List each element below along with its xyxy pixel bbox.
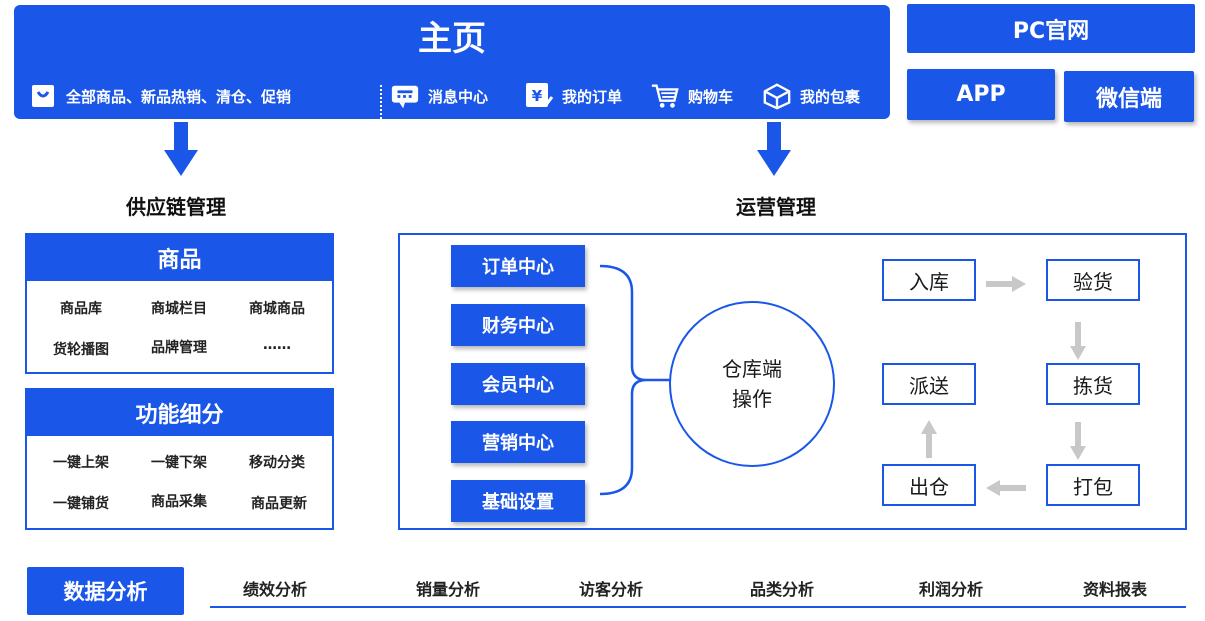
flow-arrow-icon bbox=[921, 420, 937, 458]
features-item[interactable]: 一键铺货 bbox=[53, 496, 109, 512]
operations-frame bbox=[398, 233, 1187, 530]
data-item-performance[interactable]: 绩效分析 bbox=[243, 580, 308, 599]
features-card: 功能细分 一键上架 一键下架 移动分类 一键铺货 商品采集 商品更新 bbox=[25, 388, 334, 530]
finance-center-button[interactable]: 财务中心 bbox=[451, 304, 585, 346]
flow-inspect: 验货 bbox=[1046, 259, 1140, 301]
flow-deliver: 派送 bbox=[882, 363, 976, 405]
wechat-button[interactable]: 微信端 bbox=[1064, 71, 1194, 122]
products-item[interactable]: 品牌管理 bbox=[151, 340, 207, 356]
features-item[interactable]: 一键上架 bbox=[53, 455, 109, 471]
operations-title: 运营管理 bbox=[736, 195, 816, 219]
features-item[interactable]: 商品更新 bbox=[251, 496, 307, 512]
bracket-connector bbox=[599, 264, 672, 496]
order-center-button[interactable]: 订单中心 bbox=[451, 245, 585, 287]
products-item[interactable]: 商城栏目 bbox=[151, 301, 207, 317]
cart-icon bbox=[650, 81, 680, 111]
nav-orders-label: 我的订单 bbox=[562, 87, 623, 106]
data-item-reports[interactable]: 资料报表 bbox=[1083, 580, 1148, 599]
products-item[interactable]: 货轮播图 bbox=[53, 342, 109, 358]
nav-messages[interactable]: 消息中心 bbox=[390, 81, 488, 111]
app-button[interactable]: APP bbox=[907, 69, 1055, 120]
data-item-visitors[interactable]: 访客分析 bbox=[579, 580, 644, 599]
nav-divider bbox=[380, 85, 382, 123]
data-item-category[interactable]: 品类分析 bbox=[750, 580, 815, 599]
nav-cart[interactable]: 购物车 bbox=[650, 81, 733, 111]
products-item[interactable]: 商品库 bbox=[60, 301, 102, 317]
chat-icon bbox=[390, 81, 420, 111]
flow-arrow-icon bbox=[1070, 322, 1086, 360]
flow-arrow-icon bbox=[1070, 422, 1086, 460]
nav-orders[interactable]: ¥ 我的订单 bbox=[524, 81, 622, 111]
warehouse-label-line1: 仓库端 bbox=[722, 357, 782, 381]
package-icon bbox=[762, 81, 792, 111]
base-settings-button[interactable]: 基础设置 bbox=[451, 480, 585, 522]
features-item[interactable]: 移动分类 bbox=[249, 455, 305, 471]
flow-arrow-icon bbox=[986, 480, 1026, 496]
order-icon: ¥ bbox=[524, 81, 554, 111]
member-center-button[interactable]: 会员中心 bbox=[451, 363, 585, 405]
nav-packages-label: 我的包裹 bbox=[800, 87, 861, 106]
warehouse-node: 仓库端 操作 bbox=[669, 301, 835, 467]
shopping-bag-icon bbox=[28, 81, 58, 111]
flow-arrow-icon bbox=[986, 276, 1026, 292]
warehouse-label-line2: 操作 bbox=[732, 387, 772, 411]
nav-packages[interactable]: 我的包裹 bbox=[762, 81, 860, 111]
svg-text:¥: ¥ bbox=[532, 87, 543, 105]
marketing-center-button[interactable]: 营销中心 bbox=[451, 421, 585, 463]
features-item[interactable]: 商品采集 bbox=[151, 494, 207, 510]
home-banner: 主页 全部商品、新品热销、清仓、促销 消息中心 ¥ 我的订单 购物车 我的包裹 bbox=[14, 5, 890, 123]
nav-catalog-label: 全部商品、新品热销、清仓、促销 bbox=[66, 87, 292, 106]
data-item-profit[interactable]: 利润分析 bbox=[919, 580, 984, 599]
flow-pick: 拣货 bbox=[1046, 363, 1140, 405]
products-card-title: 商品 bbox=[27, 235, 332, 281]
flow-pack: 打包 bbox=[1046, 464, 1140, 506]
pc-site-button[interactable]: PC官网 bbox=[907, 4, 1195, 53]
home-title: 主页 bbox=[418, 19, 486, 59]
features-card-title: 功能细分 bbox=[27, 390, 332, 436]
products-card: 商品 商品库 商城栏目 商城商品 货轮播图 品牌管理 …… bbox=[25, 233, 334, 374]
features-item[interactable]: 一键下架 bbox=[151, 455, 207, 471]
flow-outbound: 出仓 bbox=[882, 464, 976, 506]
supply-chain-title: 供应链管理 bbox=[126, 195, 226, 219]
nav-catalog[interactable]: 全部商品、新品热销、清仓、促销 bbox=[28, 81, 291, 111]
flow-inbound: 入库 bbox=[882, 259, 976, 301]
down-arrow-icon bbox=[757, 122, 791, 176]
products-item-more[interactable]: …… bbox=[263, 337, 291, 353]
products-item[interactable]: 商城商品 bbox=[249, 301, 305, 317]
down-arrow-icon bbox=[164, 122, 198, 176]
data-analysis-divider bbox=[210, 606, 1186, 608]
data-item-sales[interactable]: 销量分析 bbox=[416, 580, 481, 599]
nav-cart-label: 购物车 bbox=[688, 87, 734, 106]
nav-messages-label: 消息中心 bbox=[428, 87, 489, 106]
data-analysis-button[interactable]: 数据分析 bbox=[27, 567, 184, 615]
